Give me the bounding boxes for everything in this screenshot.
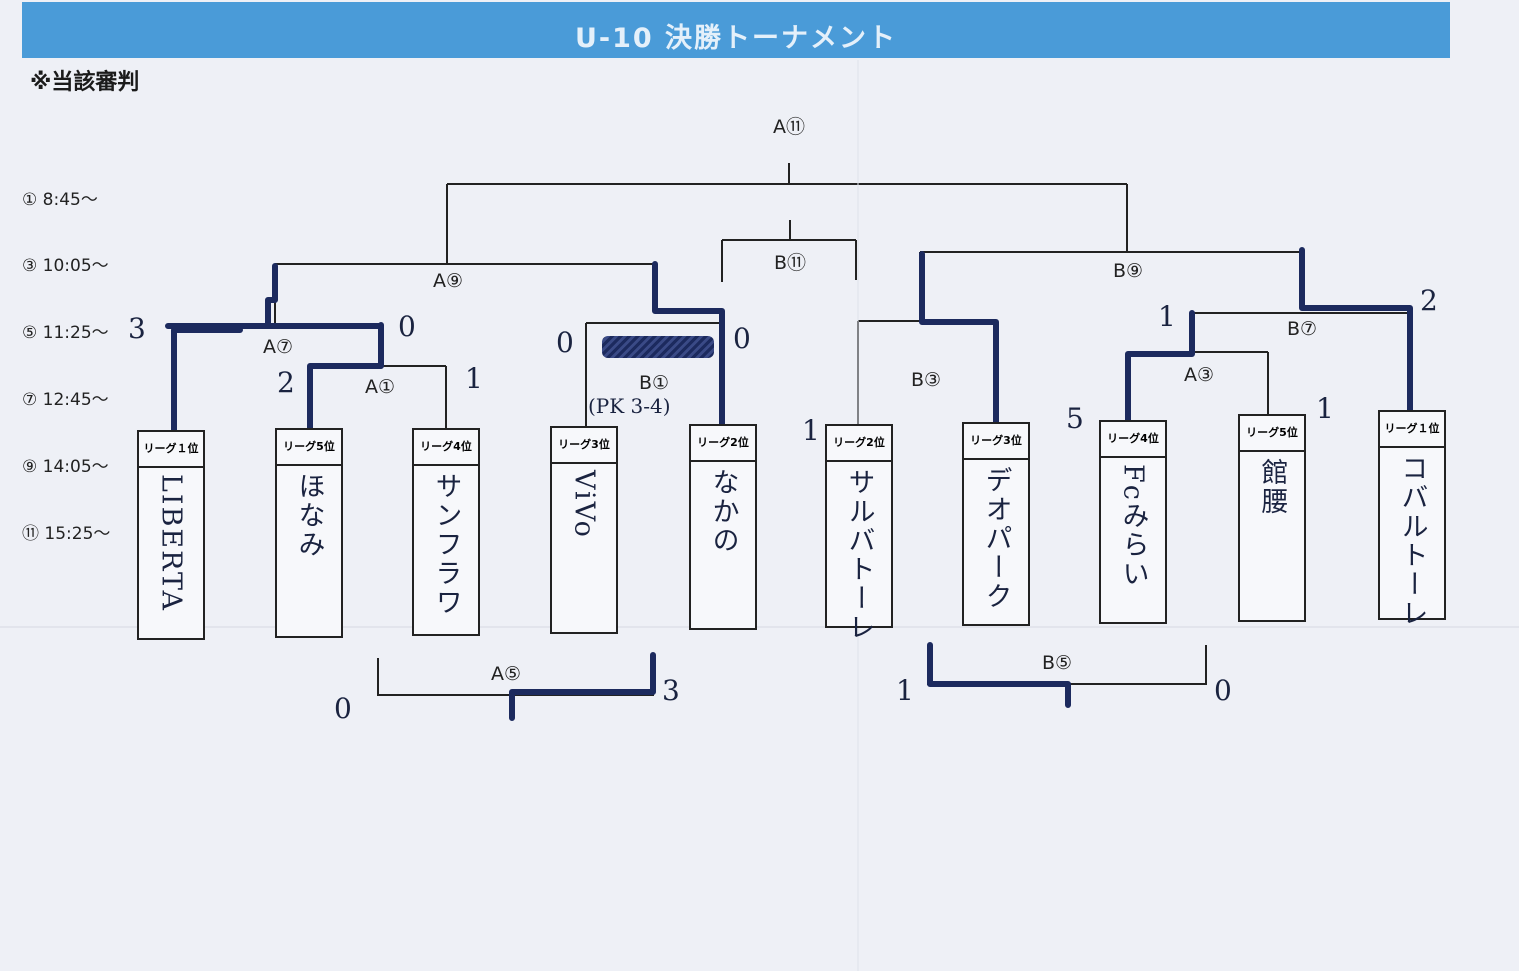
score-a5-right: 3	[662, 674, 680, 707]
time-slot-9: ⑨ 14:05～	[22, 457, 109, 477]
match-label-a5: A⑤	[490, 663, 522, 685]
team-box-sunflower: リーグ4位 サンフラワ	[412, 428, 480, 636]
time-slot-3: ③ 10:05～	[22, 256, 109, 276]
team-box-liberta: リーグ１位 LIBERTA	[137, 430, 205, 640]
team-box-deopark: リーグ3位 デオパーク	[962, 422, 1030, 626]
team-box-sarvatore: リーグ2位 サルバトーレ	[825, 424, 893, 642]
match-label-a1: A①	[364, 376, 396, 398]
score-sunflower-a1: 1	[465, 362, 483, 395]
match-label-a3: A③	[1183, 364, 1215, 386]
line-a11	[446, 163, 1128, 263]
score-vivo-b1: 0	[556, 326, 574, 359]
score-liberta-a7: 3	[128, 312, 146, 345]
team-slot: リーグ3位	[552, 428, 616, 464]
winner-path-nakano	[652, 261, 725, 427]
score-b5-left: 1	[896, 674, 914, 707]
match-label-a11: A⑪	[773, 116, 805, 138]
winner-path-honami	[307, 322, 384, 431]
team-slot: リーグ5位	[1240, 416, 1304, 452]
team-name: なかの	[707, 468, 739, 555]
winner-path-a5	[509, 652, 656, 721]
score-a5-left: 0	[334, 692, 352, 725]
winner-path-b5	[927, 642, 1071, 708]
winner-path-liberta	[165, 323, 384, 433]
winner-path-cobal	[1299, 247, 1413, 413]
winner-path-deopark	[919, 251, 999, 425]
team-name: LIBERTA	[155, 474, 187, 613]
time-slot-1: ① 8:45～	[22, 190, 98, 210]
match-label-b5: B⑤	[1041, 652, 1073, 674]
match-label-b1: B①	[638, 372, 670, 394]
team-box-honami: リーグ5位 ほなみ	[275, 428, 343, 638]
line-b9	[919, 248, 1303, 322]
team-name: サンフラワ	[430, 472, 462, 617]
team-box-vivo: リーグ3位 ViVo	[550, 426, 618, 634]
team-slot: リーグ2位	[827, 426, 891, 462]
team-box-fc-mirai: リーグ4位 Fcみらい	[1099, 420, 1167, 624]
team-name: コバルトーレ	[1396, 454, 1428, 628]
team-slot: リーグ3位	[964, 424, 1028, 460]
score-kanakoshi-a3: 1	[1316, 392, 1334, 425]
team-slot: リーグ4位	[1101, 422, 1165, 458]
match-label-b3: B③	[910, 369, 942, 391]
referee-note: ※当該審判	[30, 70, 140, 95]
score-sarvatore-b3: 1	[802, 414, 820, 447]
score-cobal-b7: 2	[1420, 284, 1438, 317]
pk-note: (PK 3-4)	[588, 394, 671, 418]
score-b5-right: 0	[1214, 674, 1232, 707]
line-a9	[274, 263, 656, 325]
line-b11	[721, 220, 857, 282]
score-honami-a1: 2	[277, 366, 295, 399]
team-box-nakano: リーグ2位 なかの	[689, 424, 757, 630]
team-name: サルバトーレ	[843, 468, 875, 642]
match-label-b9: B⑨	[1112, 260, 1144, 282]
time-slot-11: ⑪ 15:25～	[22, 524, 111, 544]
team-slot: リーグ１位	[1380, 412, 1444, 448]
team-slot: リーグ１位	[139, 432, 203, 468]
team-slot: リーグ2位	[691, 426, 755, 462]
time-slot-5: ⑤ 11:25～	[22, 323, 109, 343]
team-name: ViVo	[568, 470, 600, 539]
team-name: 館腰	[1256, 458, 1288, 516]
score-fc-b7: 1	[1158, 300, 1176, 333]
team-box-kanakoshi: リーグ5位 館腰	[1238, 414, 1306, 622]
time-slot-7: ⑦ 12:45～	[22, 390, 109, 410]
score-deopark-b3: 5	[1066, 402, 1084, 435]
page-title: U-10 決勝トーナメント	[574, 22, 898, 54]
match-label-b7: B⑦	[1286, 318, 1318, 340]
team-slot: リーグ4位	[414, 430, 478, 466]
score-honami-a7: 0	[398, 310, 416, 343]
winner-path-fc	[1125, 310, 1195, 423]
match-label-a9: A⑨	[432, 270, 464, 292]
team-name: ほなみ	[293, 472, 325, 559]
team-slot: リーグ5位	[277, 430, 341, 466]
title-banner: U-10 決勝トーナメント	[22, 2, 1450, 58]
line-a3	[1127, 351, 1269, 420]
score-nakano-b1: 0	[733, 322, 751, 355]
match-label-a7: A⑦	[262, 336, 294, 358]
team-name: Fcみらい	[1117, 464, 1149, 589]
team-box-cobaltore: リーグ１位 コバルトーレ	[1378, 410, 1446, 628]
winner-path-liberta-a9	[265, 263, 278, 328]
match-label-b11: B⑪	[773, 252, 807, 274]
team-name: デオパーク	[980, 466, 1012, 611]
crossed-out-note	[602, 336, 714, 358]
